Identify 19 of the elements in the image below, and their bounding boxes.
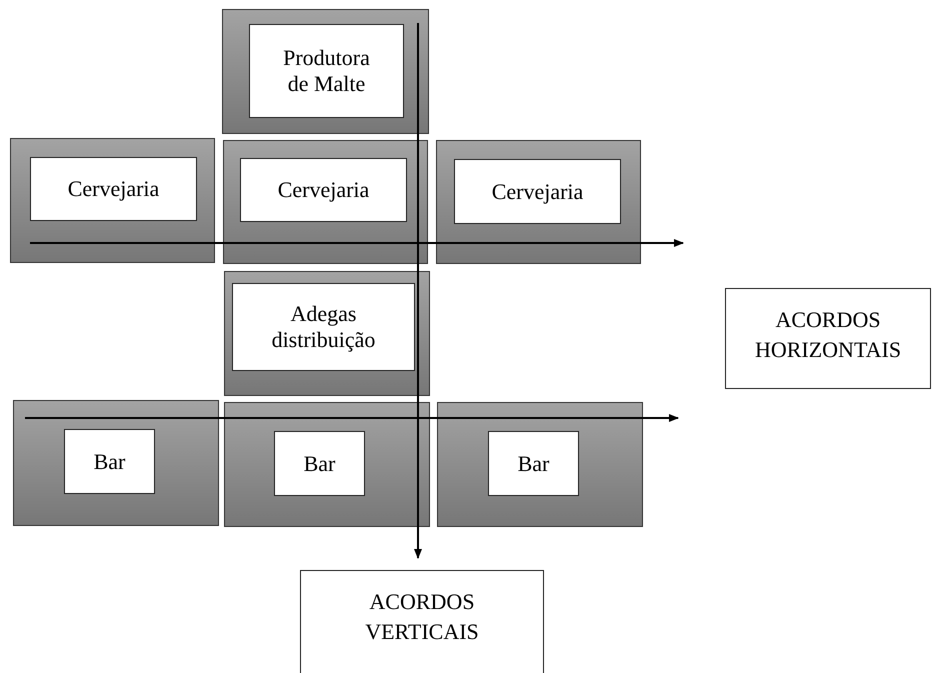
shaded-panel xyxy=(10,138,215,263)
text-box: Cervejaria xyxy=(454,159,621,224)
text-box: Adegas distribuição xyxy=(232,283,415,371)
shaded-panel xyxy=(223,140,428,264)
text-box: Bar xyxy=(488,431,579,496)
shaded-panel xyxy=(224,271,430,396)
shaded-panel xyxy=(437,402,643,527)
label-box: ACORDOS HORIZONTAIS xyxy=(725,288,931,389)
text-box: Bar xyxy=(64,429,155,494)
text-box: Produtora de Malte xyxy=(249,24,404,118)
shaded-panel xyxy=(222,9,429,134)
text-box: Cervejaria xyxy=(30,157,197,221)
text-box: Cervejaria xyxy=(240,158,407,222)
shaded-panel xyxy=(13,400,219,526)
label-box: ACORDOS VERTICAIS xyxy=(300,570,544,673)
text-box: Bar xyxy=(274,431,365,496)
shaded-panel xyxy=(436,140,641,264)
shaded-panel xyxy=(224,402,430,527)
arrow xyxy=(414,23,422,559)
